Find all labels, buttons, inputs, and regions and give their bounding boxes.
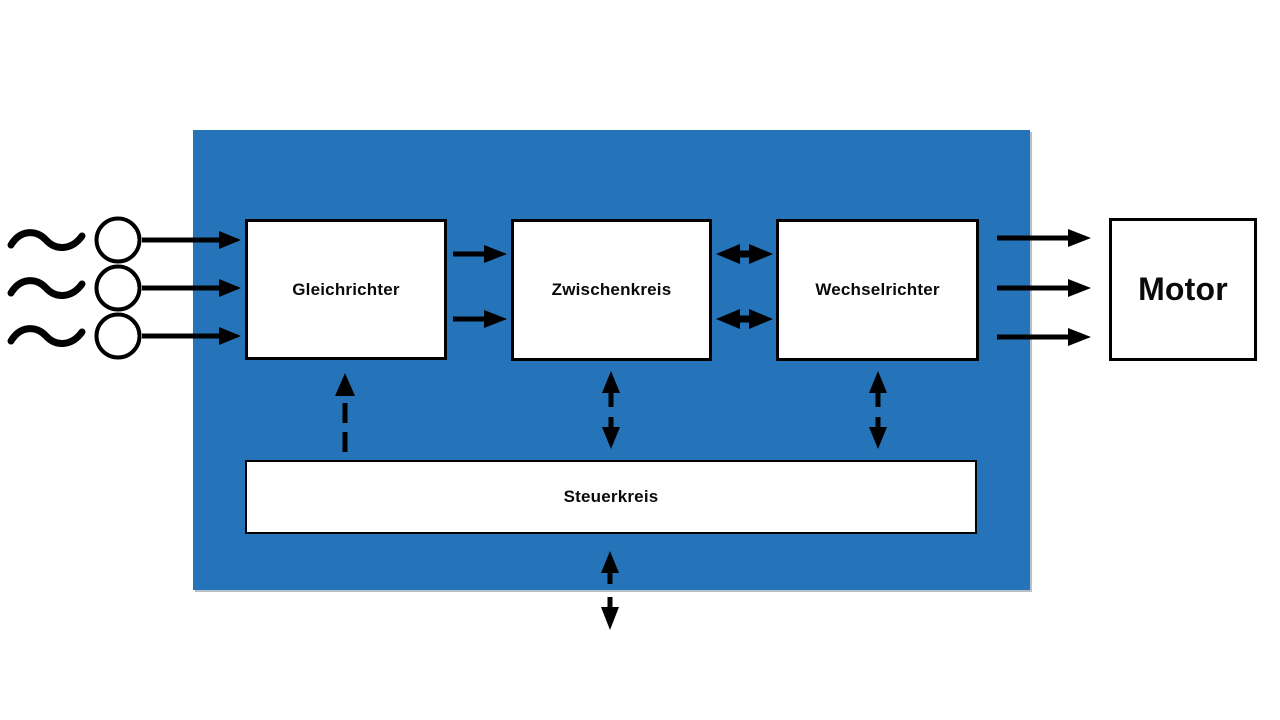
control-to-rectifier-dashed-arrow bbox=[335, 373, 355, 452]
double-arrow bbox=[716, 244, 773, 264]
block-label: Gleichrichter bbox=[292, 279, 400, 299]
output-arrow bbox=[997, 279, 1091, 297]
inverter-control-bidir-arrow bbox=[869, 371, 887, 449]
output-arrow bbox=[997, 229, 1091, 247]
block-steuerkreis: Steuerkreis bbox=[245, 460, 977, 534]
input-arrow bbox=[142, 231, 241, 249]
block-label: Zwischenkreis bbox=[551, 280, 672, 299]
phase-terminals bbox=[94, 216, 142, 360]
phase-terminal-circle bbox=[94, 264, 142, 312]
input-arrows bbox=[142, 231, 241, 345]
block-label: Steuerkreis bbox=[563, 487, 659, 506]
input-arrow bbox=[142, 279, 241, 297]
inverter-to-motor-arrows bbox=[997, 229, 1091, 346]
block-gleichrichter: Gleichrichter bbox=[245, 219, 447, 360]
ac-wave-icon bbox=[7, 229, 86, 251]
output-arrow bbox=[997, 328, 1091, 346]
ac-wave-icon bbox=[7, 277, 86, 299]
dclink-inverter-bidir-arrows bbox=[716, 244, 773, 329]
right-arrow bbox=[453, 310, 507, 328]
double-arrow bbox=[716, 309, 773, 329]
block-label: Wechselrichter bbox=[815, 280, 940, 299]
phase-terminal-circle bbox=[94, 216, 142, 264]
block-wechselrichter: Wechselrichter bbox=[776, 219, 979, 361]
phase-terminal-circle bbox=[94, 312, 142, 360]
ac-wave-icon bbox=[7, 325, 86, 347]
block-motor: Motor bbox=[1109, 218, 1257, 361]
dclink-control-bidir-arrow bbox=[602, 371, 620, 449]
rectifier-to-dclink-arrows bbox=[453, 245, 507, 328]
right-arrow bbox=[453, 245, 507, 263]
block-label: Motor bbox=[1138, 271, 1228, 307]
block-zwischenkreis: Zwischenkreis bbox=[511, 219, 712, 361]
ac-input-symbol bbox=[7, 229, 86, 347]
input-arrow bbox=[142, 327, 241, 345]
control-external-bidir-arrow bbox=[601, 551, 619, 630]
